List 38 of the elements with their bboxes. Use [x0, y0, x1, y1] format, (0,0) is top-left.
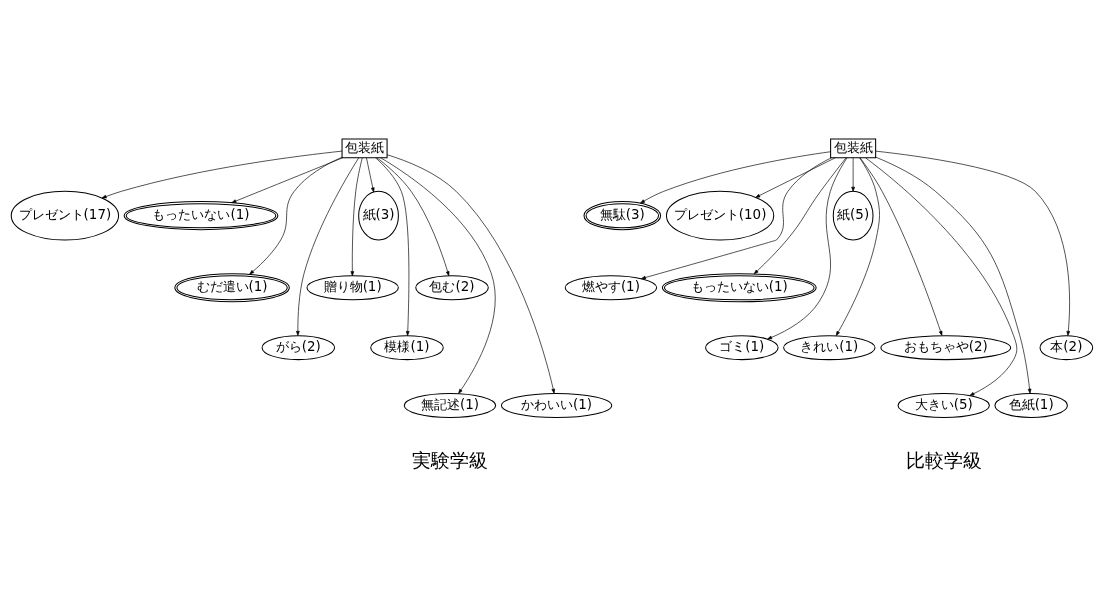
arrow [350, 157, 363, 277]
node-ellipse: 贈り物(1) [306, 275, 399, 301]
label: 比較学級 [905, 450, 982, 472]
arrow [755, 157, 836, 198]
arrow [249, 156, 343, 275]
node-ellipse: 無記述(1) [403, 392, 497, 418]
label: 実験学級 [411, 450, 488, 472]
arrow [386, 154, 555, 394]
arrow [376, 157, 450, 276]
arrow [875, 156, 1032, 394]
arrow [366, 157, 375, 193]
arrow [375, 157, 410, 336]
arrow [835, 157, 880, 336]
arrow [875, 150, 1071, 336]
node-ellipse: 色紙(1) [994, 392, 1068, 418]
node-ellipse: かわいい(1) [500, 392, 613, 418]
node-box: 包装紙 [341, 138, 388, 159]
arrow [767, 157, 848, 340]
arrow [753, 157, 847, 275]
arrow [101, 150, 343, 199]
node-ellipse: 紙(3) [358, 190, 399, 241]
arrow [641, 157, 832, 280]
arrow [640, 151, 831, 204]
node-ellipse: 紙(5) [832, 190, 874, 241]
arrow [380, 157, 496, 394]
node-box: 包装紙 [830, 138, 877, 159]
node-ellipse: おもちゃや(2) [880, 335, 1012, 361]
node-ellipse: 模様(1) [370, 335, 444, 361]
node-ellipse: きれい(1) [783, 335, 876, 361]
node-ellipse: 本(2) [1039, 335, 1094, 361]
arrow [296, 157, 360, 336]
node-ellipse: プレゼント(17) [10, 190, 120, 241]
arrow [865, 157, 1018, 396]
arrow [859, 157, 943, 336]
node-ellipse: 包む(2) [415, 275, 489, 301]
arrow [231, 157, 343, 203]
arrow [851, 157, 855, 192]
node-ellipse: がら(2) [261, 335, 336, 361]
